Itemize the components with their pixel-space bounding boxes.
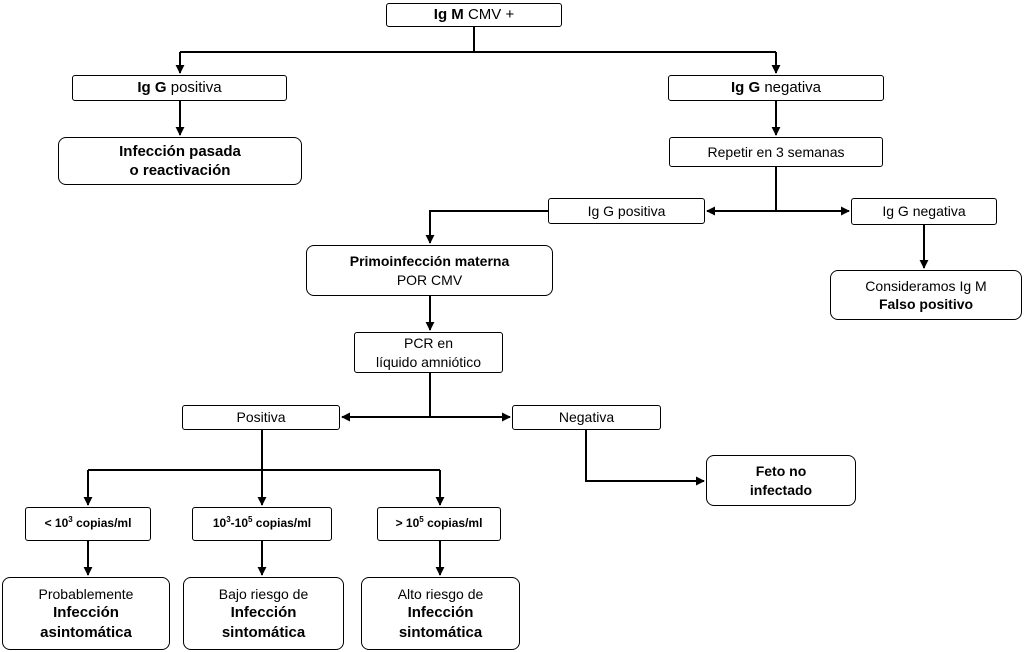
mid-copies-exp1: 3 — [226, 515, 231, 525]
repeat-igg-negative-box: Ig G negativa — [851, 198, 997, 225]
outcome-mid-box: Bajo riesgo de Infección sintomática — [183, 577, 344, 650]
pcr-box: PCR en líquido amniótico — [354, 332, 503, 373]
mid-copies-label: 103-105 copias/ml — [213, 516, 311, 532]
igg-negative-label: Ig G negativa — [731, 78, 821, 98]
not-infected-line1: Feto no — [755, 463, 807, 480]
negative-box: Negativa — [512, 405, 661, 430]
high-copies-exp: 5 — [419, 515, 424, 525]
high-copies-suffix: copias/ml — [423, 516, 483, 531]
outcome-high-line1: Alto riesgo de — [397, 585, 484, 602]
past-infection-box: Infección pasada o reactivación — [58, 137, 302, 185]
igg-positive-label: Ig G positiva — [137, 78, 221, 98]
outcome-low-line1: Probablemente — [38, 585, 134, 602]
repeat-label: Repetir en 3 semanas — [707, 143, 845, 160]
root-label-bold: Ig M — [433, 6, 464, 24]
outcome-low-line2: Infección — [53, 604, 119, 622]
past-infection-line1: Infección pasada — [119, 142, 241, 160]
low-copies-prefix: < 10 — [44, 516, 69, 531]
repeat-igg-positive-box: Ig G positiva — [548, 198, 705, 224]
primary-infection-box: Primoinfección materna POR CMV — [306, 245, 553, 296]
root-box: Ig M CMV + — [386, 3, 562, 27]
negative-label: Negativa — [558, 409, 615, 426]
false-positive-box: Consideramos Ig M Falso positivo — [830, 270, 1022, 320]
arrow-to-not-infected — [585, 430, 705, 486]
low-copies-label: < 103 copias/ml — [45, 516, 132, 532]
root-label: Ig M CMV + — [434, 5, 514, 25]
root-label-text: CMV + — [467, 6, 515, 24]
false-positive-line2: Falso positivo — [878, 296, 974, 312]
outcome-high-box: Alto riesgo de Infección sintomática — [361, 577, 520, 650]
mid-copies-sep: -10 — [230, 516, 248, 531]
past-infection-line2: o reactivación — [129, 162, 231, 179]
pcr-line2: líquido amniótico — [375, 353, 482, 370]
outcome-mid-line2: Infección — [230, 604, 297, 622]
mid-copies-box: 103-105 copias/ml — [192, 507, 332, 541]
outcome-high-line2: Infección — [407, 604, 474, 622]
mid-copies-exp2: 5 — [248, 515, 253, 525]
repeat-igg-negative-label: Ig G negativa — [882, 203, 966, 220]
igg-positive-box: Ig G positiva — [72, 75, 287, 101]
not-infected-line2: infectado — [749, 481, 813, 498]
primary-infection-line1: Primoinfección materna — [349, 253, 510, 270]
mid-copies-base1: 10 — [212, 516, 227, 531]
arrow-to-primary — [425, 210, 548, 244]
outcome-low-line3: asintomática — [40, 623, 132, 641]
low-copies-suffix: copias/ml — [72, 516, 132, 531]
high-copies-prefix: > 10 — [395, 516, 420, 531]
outcome-high-line3: sintomática — [398, 623, 483, 641]
false-positive-line1: Consideramos Ig M — [865, 277, 987, 294]
igg-negative-text: negativa — [764, 79, 822, 97]
igg-positive-text: positiva — [170, 79, 222, 97]
not-infected-box: Feto no infectado — [706, 455, 856, 506]
low-copies-box: < 103 copias/ml — [25, 507, 151, 541]
igg-negative-bold: Ig G — [730, 79, 761, 97]
outcome-low-box: Probablemente Infección asintomática — [2, 577, 170, 650]
repeat-box: Repetir en 3 semanas — [669, 137, 883, 167]
high-copies-label: > 105 copias/ml — [396, 516, 483, 532]
igg-positive-bold: Ig G — [137, 79, 167, 97]
pcr-line1: PCR en — [403, 335, 454, 352]
positive-box: Positiva — [182, 405, 340, 430]
positive-label: Positiva — [236, 409, 286, 426]
high-copies-box: > 105 copias/ml — [377, 507, 501, 541]
repeat-igg-positive-label: Ig G positiva — [587, 202, 666, 219]
mid-copies-suffix: copias/ml — [252, 516, 312, 531]
igg-negative-box: Ig G negativa — [668, 75, 884, 101]
low-copies-exp: 3 — [68, 515, 73, 525]
outcome-mid-line1: Bajo riesgo de — [218, 585, 309, 602]
primary-infection-line2: POR CMV — [396, 271, 463, 288]
outcome-mid-line3: sintomática — [221, 623, 306, 641]
